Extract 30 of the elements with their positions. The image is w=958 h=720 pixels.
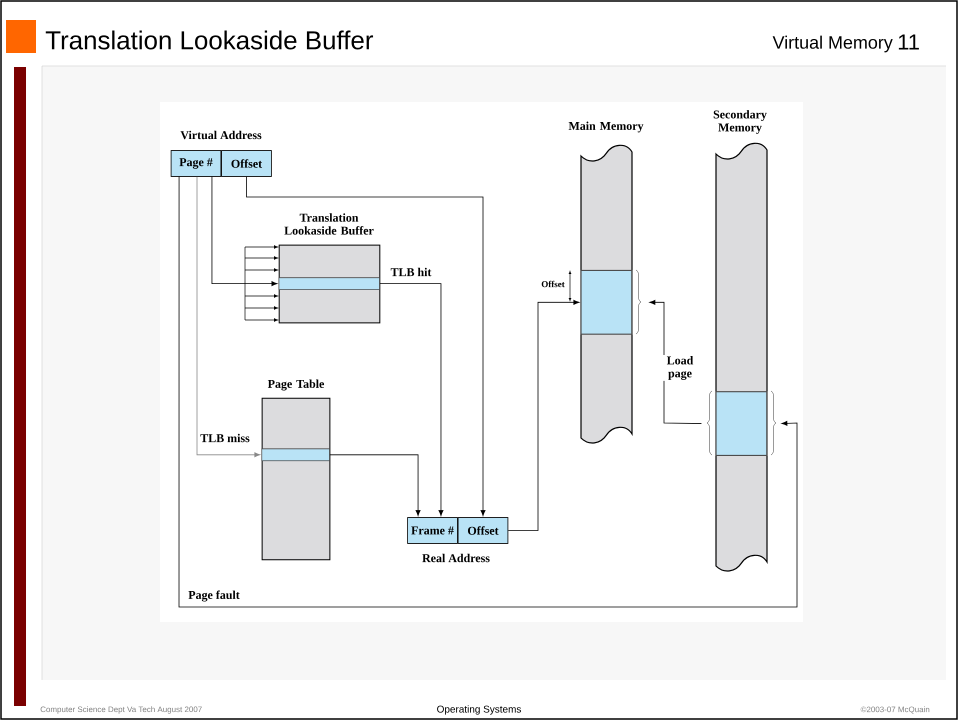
page-frame	[715, 391, 768, 456]
footer-text: Operating Systems	[437, 705, 521, 715]
slide-title: Translation Lookaside Buffer	[46, 30, 374, 50]
table-entry	[278, 277, 380, 290]
edge-label: Load page	[663, 355, 697, 381]
arrow	[330, 454, 420, 516]
page-number: 11	[898, 34, 919, 50]
address-heading: Real Address	[422, 554, 490, 562]
arrow	[196, 176, 260, 458]
table-entry	[261, 448, 330, 462]
address-field: Offset	[458, 517, 508, 544]
dimension-label: Offset	[542, 280, 565, 288]
address-field: Page #	[170, 150, 222, 177]
page-table: Page Table	[262, 380, 330, 560]
address-field: Frame #	[407, 517, 458, 544]
edge-label: TLB hit	[390, 266, 432, 278]
arrow	[246, 176, 486, 516]
arrow	[508, 300, 580, 531]
address-field: Offset	[221, 150, 272, 177]
node-label: Translation Lookaside Buffer	[284, 213, 374, 235]
page-frame	[580, 270, 632, 335]
arrow	[178, 176, 798, 608]
section-name: Virtual Memory	[772, 36, 893, 52]
node-label: Main Memory	[568, 122, 644, 132]
node-label: Secondary Memory	[714, 110, 767, 134]
arrow	[380, 283, 444, 516]
node-label: Page Table	[268, 380, 324, 390]
arrow	[212, 176, 278, 286]
edge-label: Page fault	[187, 589, 241, 603]
address-heading: Virtual Address	[180, 130, 262, 140]
